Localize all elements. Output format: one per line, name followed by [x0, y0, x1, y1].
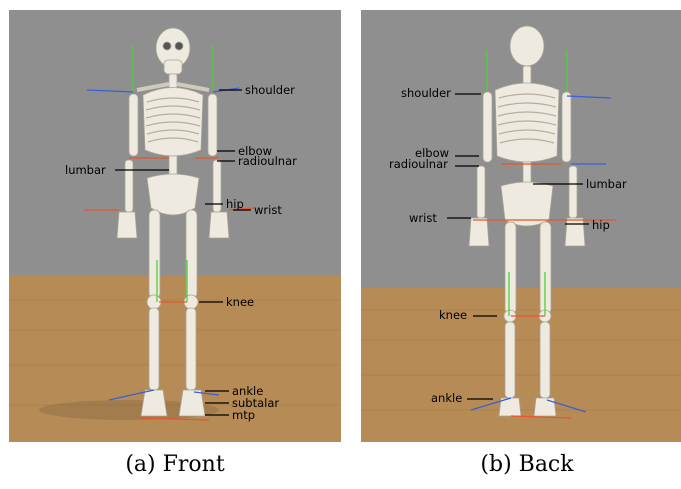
label-mtp: mtp — [232, 408, 255, 422]
caption-back: (b) Back — [361, 452, 681, 477]
back-view-panel: shoulder elbow radioulnar lumbar wrist h… — [361, 10, 681, 442]
front-view-figure: shoulder elbow radioulnar lumbar hip wri… — [9, 10, 341, 442]
front-view-panel: shoulder elbow radioulnar lumbar hip wri… — [9, 10, 341, 442]
label-hip: hip — [592, 218, 610, 232]
label-radioulnar: radioulnar — [238, 154, 297, 168]
label-radioulnar: radioulnar — [389, 157, 448, 171]
label-lumbar: lumbar — [586, 177, 627, 191]
label-shoulder: shoulder — [401, 86, 451, 100]
label-knee: knee — [439, 308, 467, 322]
label-wrist: wrist — [254, 203, 282, 217]
back-view-figure: shoulder elbow radioulnar lumbar wrist h… — [361, 10, 681, 442]
label-knee: knee — [226, 295, 254, 309]
label-lumbar: lumbar — [65, 163, 106, 177]
label-ankle: ankle — [431, 391, 462, 405]
label-wrist: wrist — [409, 211, 437, 225]
wooden-floor — [361, 288, 681, 442]
caption-front: (a) Front — [9, 452, 341, 477]
label-hip: hip — [226, 197, 244, 211]
label-shoulder: shoulder — [245, 83, 295, 97]
